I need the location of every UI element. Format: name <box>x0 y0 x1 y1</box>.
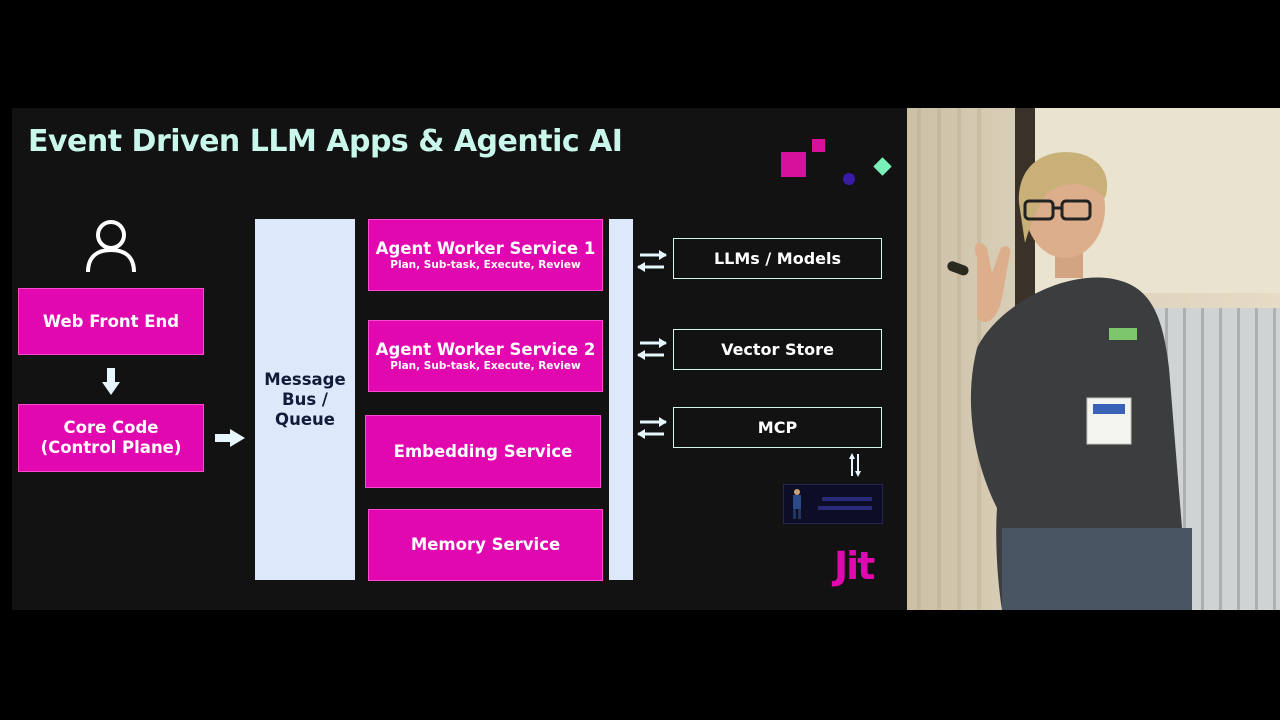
bidirectional-arrow-icon <box>637 338 667 360</box>
speaker-figure-icon <box>793 489 872 519</box>
core-code-label-line2: (Control Plane) <box>40 438 182 457</box>
vector-store-box: Vector Store <box>673 329 882 370</box>
presentation-slide: Event Driven LLM Apps & Agentic AI Web F… <box>12 108 907 610</box>
memory-service: Memory Service <box>368 509 603 581</box>
bidirectional-arrow-icon <box>637 417 667 439</box>
down-arrow-icon <box>102 368 120 395</box>
message-bus-queue: Message Bus / Queue <box>255 219 355 580</box>
speaker-camera-feed <box>907 108 1280 610</box>
speaker-image <box>907 108 1280 610</box>
jit-logo: Jit <box>834 544 875 588</box>
message-bus-label-line1: Message <box>264 369 346 389</box>
message-bus-label-line2: Bus / <box>282 389 328 409</box>
bidirectional-arrow-icon <box>637 250 667 272</box>
web-front-end-label: Web Front End <box>42 311 180 331</box>
decorative-square-large <box>781 152 806 177</box>
agent-worker-2-name: Agent Worker Service 2 <box>375 340 596 359</box>
web-front-end-box: Web Front End <box>18 288 204 355</box>
core-code-box: Core Code (Control Plane) <box>18 404 204 472</box>
embedding-service-name: Embedding Service <box>393 441 573 461</box>
decorative-diamond <box>873 157 892 176</box>
slide-title: Event Driven LLM Apps & Agentic AI <box>28 124 623 159</box>
agent-worker-service-1: Agent Worker Service 1 Plan, Sub-task, E… <box>368 219 603 291</box>
service-gateway-bar <box>609 219 633 580</box>
agent-worker-1-sub: Plan, Sub-task, Execute, Review <box>390 259 581 271</box>
vector-store-label: Vector Store <box>721 340 834 359</box>
llms-models-label: LLMs / Models <box>713 249 842 268</box>
decorative-dot <box>843 173 855 185</box>
llms-models-box: LLMs / Models <box>673 238 882 279</box>
agent-worker-1-name: Agent Worker Service 1 <box>375 239 596 258</box>
memory-service-name: Memory Service <box>410 535 561 554</box>
agent-worker-2-sub: Plan, Sub-task, Execute, Review <box>390 360 581 372</box>
speaker-thumbnail <box>783 484 883 524</box>
vertical-bidirectional-arrow-icon <box>849 453 861 477</box>
agent-worker-service-2: Agent Worker Service 2 Plan, Sub-task, E… <box>368 320 603 392</box>
core-code-label-line1: Core Code <box>63 418 159 437</box>
message-bus-label-line3: Queue <box>275 409 335 429</box>
mcp-label: MCP <box>757 418 798 437</box>
user-icon <box>86 220 136 273</box>
embedding-service: Embedding Service <box>365 415 601 488</box>
mcp-box: MCP <box>673 407 882 448</box>
right-arrow-icon <box>215 429 245 447</box>
decorative-square-small <box>812 139 825 152</box>
